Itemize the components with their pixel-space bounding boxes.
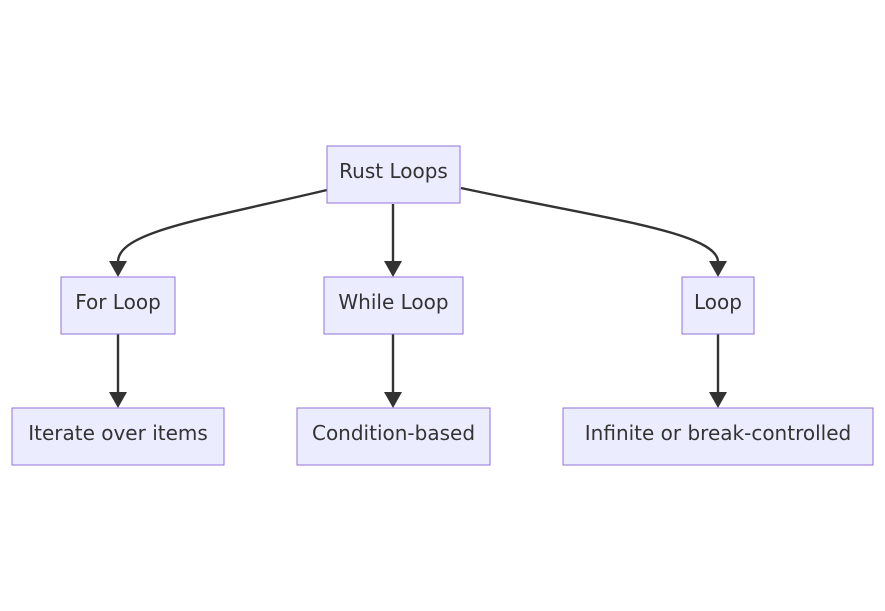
edge-root-to-loop [460, 186, 720, 263]
node-for-loop: For Loop [60, 276, 176, 335]
node-condition-based: Condition-based [296, 407, 491, 466]
edge-root-to-for-loop [116, 188, 328, 263]
node-for-loop-box [60, 276, 176, 335]
node-loop: Loop [681, 276, 755, 335]
node-iterate-over-items: Iterate over items [11, 407, 225, 466]
node-rust-loops-label: Rust Loops [339, 159, 448, 183]
node-while-loop-box [323, 276, 464, 335]
arrowhead-iterate [109, 392, 127, 408]
arrowhead-infinite [709, 392, 727, 408]
node-while-loop-label: While Loop [338, 290, 448, 314]
node-condition-based-box [296, 407, 491, 466]
arrowhead-while-loop [384, 261, 402, 277]
node-for-loop-label: For Loop [75, 290, 161, 314]
node-iterate-over-items-label: Iterate over items [28, 421, 208, 445]
node-loop-label: Loop [694, 290, 742, 314]
node-loop-box [681, 276, 755, 335]
node-infinite-or-break-controlled: Infinite or break-controlled [562, 407, 874, 466]
node-iterate-over-items-box [11, 407, 225, 466]
node-infinite-or-break-controlled-box [562, 407, 874, 466]
node-rust-loops: Rust Loops [326, 145, 461, 204]
node-rust-loops-box [326, 145, 461, 204]
edges [109, 186, 727, 408]
arrowhead-condition [384, 392, 402, 408]
node-condition-based-label: Condition-based [312, 421, 475, 445]
arrowhead-loop [709, 261, 727, 277]
node-while-loop: While Loop [323, 276, 464, 335]
node-infinite-or-break-controlled-label: Infinite or break-controlled [585, 421, 851, 445]
arrowhead-for-loop [109, 261, 127, 277]
